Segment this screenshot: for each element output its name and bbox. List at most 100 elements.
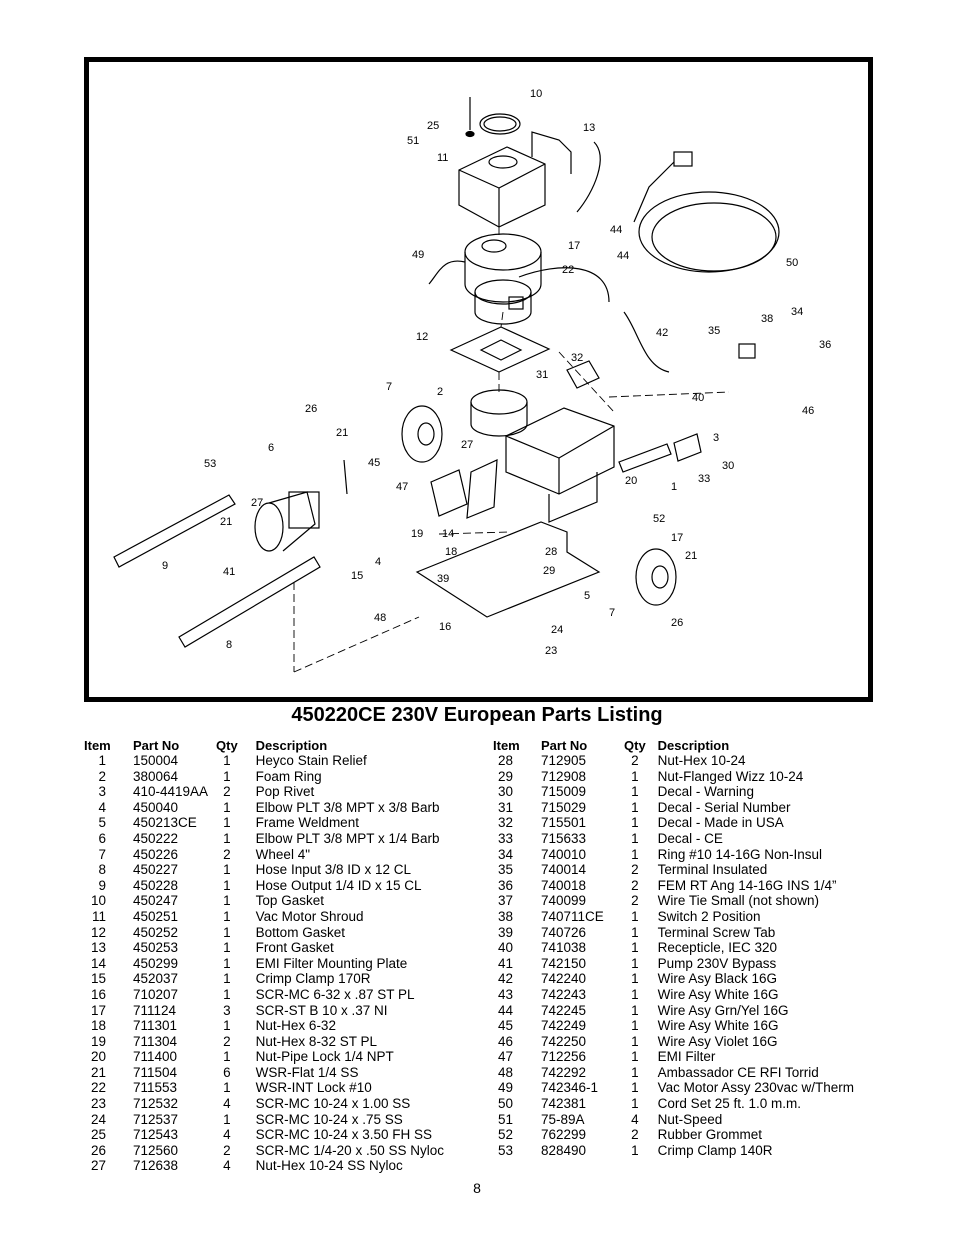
item-number: 32	[497, 815, 513, 831]
header-item: Item	[493, 737, 520, 753]
part-number: 740711CE	[541, 908, 604, 924]
description: Decal - Warning	[657, 784, 754, 800]
item-number: 49	[497, 1080, 513, 1096]
part-number: 150004	[133, 753, 179, 768]
item-number: 31	[497, 799, 513, 815]
callout-label: 24	[551, 624, 563, 636]
callout-label: 19	[411, 528, 423, 540]
item-number: 52	[497, 1127, 513, 1143]
item-number: 17	[90, 1002, 106, 1018]
item-number: 14	[90, 955, 106, 971]
part-number: 711504	[133, 1064, 178, 1080]
description: Terminal Screw Tab	[657, 924, 776, 940]
quantity: 2	[631, 877, 639, 893]
item-number: 25	[90, 1127, 106, 1143]
table-header-row: Item Part No Qty Description	[84, 737, 444, 753]
item-number: 36	[497, 877, 513, 893]
callout-label: 26	[671, 617, 683, 629]
item-number: 6	[98, 830, 106, 846]
description: Hose Output 1/4 ID x 15 CL	[255, 877, 422, 893]
quantity: 1	[631, 971, 639, 987]
part-number: 712537	[133, 1111, 179, 1127]
callout-label: 35	[708, 325, 720, 337]
part-number: 450253	[133, 940, 179, 956]
callout-label: 21	[685, 550, 697, 562]
quantity: 1	[631, 830, 639, 846]
callout-label: 11	[437, 152, 448, 164]
quantity: 4	[631, 1111, 639, 1127]
description: Top Gasket	[255, 893, 324, 909]
part-number: 450226	[133, 846, 179, 862]
item-number: 30	[497, 784, 513, 800]
callout-label: 38	[761, 313, 773, 325]
callout-label: 42	[656, 327, 668, 339]
quantity: 6	[223, 1064, 231, 1080]
quantity: 4	[223, 1096, 231, 1112]
callout-label: 51	[407, 135, 419, 147]
quantity: 1	[631, 908, 639, 924]
item-number: 35	[497, 862, 513, 878]
quantity: 1	[631, 768, 639, 784]
description: Elbow PLT 3/8 MPT x 3/8 Barb	[255, 799, 440, 815]
part-number: 742249	[541, 1018, 587, 1034]
quantity: 2	[223, 846, 231, 862]
item-number: 46	[497, 1033, 513, 1049]
item-number: 21	[90, 1064, 106, 1080]
callout-label: 33	[698, 473, 710, 485]
item-number: 4	[98, 799, 106, 815]
callout-label: 49	[412, 249, 424, 261]
callout-label: 21	[336, 427, 348, 439]
description: Wire Asy Black 16G	[657, 971, 777, 987]
description: EMI Filter Mounting Plate	[255, 955, 408, 971]
description: FEM RT Ang 14-16G INS 1/4”	[657, 877, 837, 893]
item-number: 23	[90, 1096, 106, 1112]
header-qty: Qty	[216, 737, 238, 753]
item-number: 15	[90, 971, 106, 987]
part-number: 762299	[541, 1127, 587, 1143]
quantity: 1	[631, 846, 639, 862]
table-header-row: Item Part No Qty Description	[493, 737, 854, 753]
quantity: 2	[631, 753, 639, 768]
callout-label: 17	[671, 532, 683, 544]
callout-label: 13	[583, 122, 595, 134]
description: Decal - CE	[657, 830, 723, 846]
quantity: 1	[223, 940, 231, 956]
description: Wire Asy Violet 16G	[657, 1033, 778, 1049]
part-number: 740014	[541, 862, 587, 878]
description: Decal - Serial Number	[657, 799, 791, 815]
part-number: 715633	[541, 830, 587, 846]
item-number: 26	[90, 1142, 106, 1158]
item-number: 33	[497, 830, 513, 846]
description: Elbow PLT 3/8 MPT x 1/4 Barb	[255, 830, 440, 846]
quantity: 1	[223, 830, 231, 846]
description: Ambassador CE RFI Torrid	[657, 1064, 819, 1080]
header-qty: Qty	[624, 737, 646, 753]
callout-label: 46	[802, 405, 814, 417]
part-number: 741038	[541, 940, 587, 956]
part-number: 711304	[133, 1033, 178, 1049]
part-number: 742381	[541, 1096, 587, 1112]
quantity: 3	[223, 1002, 231, 1018]
description: WSR-INT Lock #10	[255, 1080, 372, 1096]
callout-label: 36	[819, 339, 831, 351]
